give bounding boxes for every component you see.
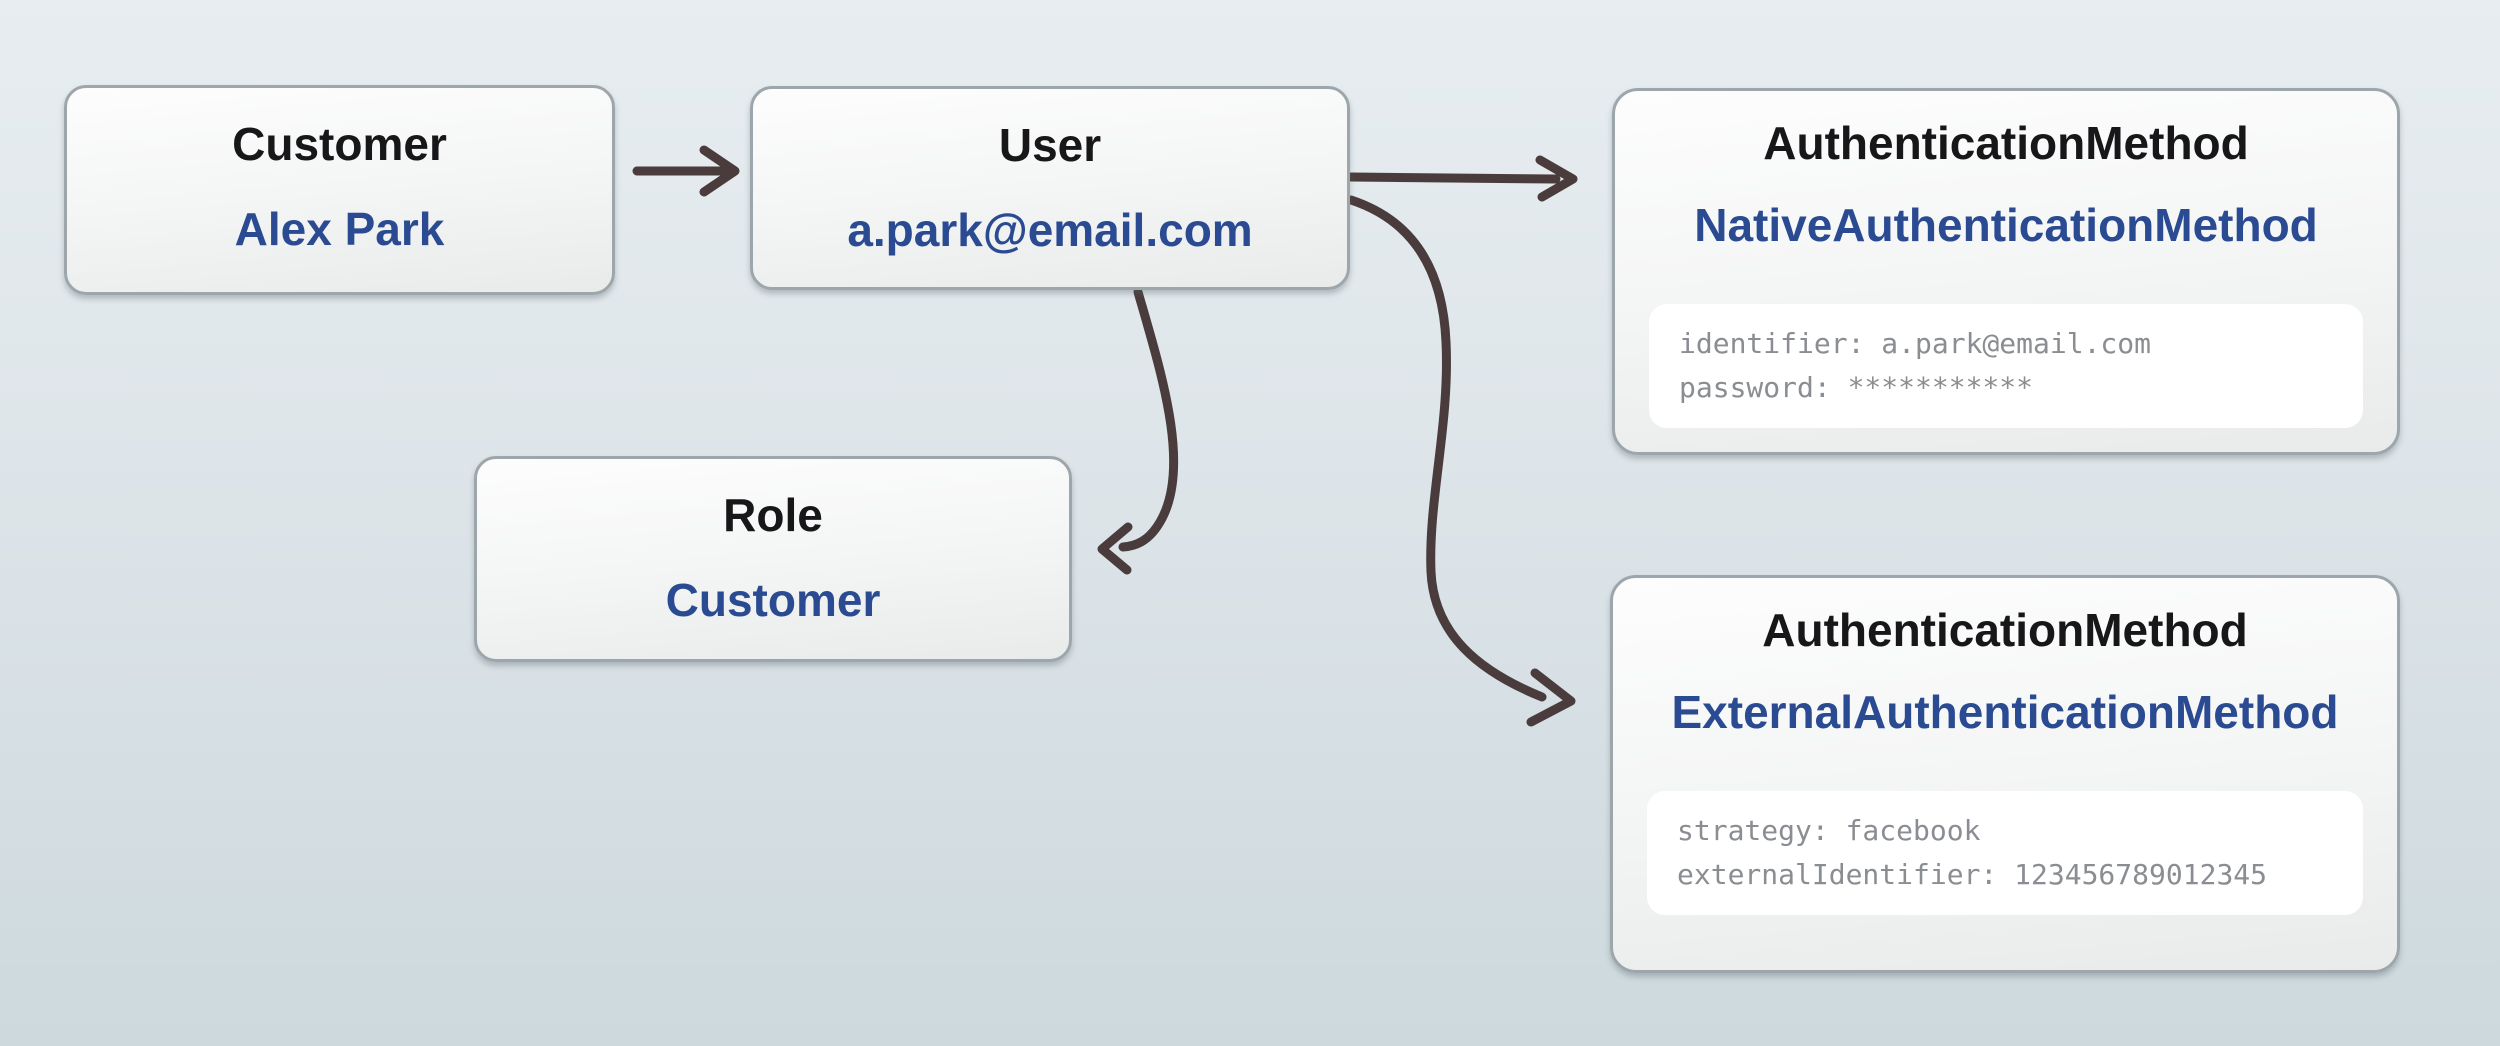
node-external-auth-attributes: strategy: facebook externalIdentifier: 1…	[1647, 791, 2363, 915]
arrow-customer-to-user	[632, 145, 740, 197]
node-role-value: Customer	[665, 574, 881, 626]
node-user-value: a.park@email.com	[847, 204, 1253, 256]
arrow-user-to-role	[1097, 287, 1179, 575]
node-external-auth-title: AuthenticationMethod	[1762, 604, 2248, 656]
node-native-auth-value: NativeAuthenticationMethod	[1694, 199, 2318, 251]
attribute-strategy: strategy: facebook	[1677, 814, 1981, 847]
node-customer-value: Alex Park	[234, 203, 445, 255]
attribute-password: password: ***********	[1679, 371, 2034, 404]
node-external-authentication-method: AuthenticationMethod ExternalAuthenticat…	[1610, 575, 2400, 973]
node-role: Role Customer	[474, 456, 1072, 662]
node-user-title: User	[998, 119, 1102, 171]
arrow-user-to-external-auth	[1346, 195, 1576, 727]
arrow-user-to-native-auth	[1346, 155, 1578, 202]
node-external-auth-value: ExternalAuthenticationMethod	[1671, 686, 2339, 738]
node-customer-title: Customer	[232, 118, 447, 170]
attribute-external-identifier: externalIdentifier: 123456789012345	[1677, 858, 2268, 891]
node-native-auth-title: AuthenticationMethod	[1763, 117, 2249, 169]
node-customer: Customer Alex Park	[64, 85, 615, 295]
node-native-auth-attributes: identifier: a.park@email.com password: *…	[1649, 304, 2363, 428]
node-role-title: Role	[723, 489, 823, 541]
node-user: User a.park@email.com	[750, 86, 1350, 290]
node-native-authentication-method: AuthenticationMethod NativeAuthenticatio…	[1612, 88, 2400, 455]
attribute-identifier: identifier: a.park@email.com	[1679, 327, 2152, 360]
